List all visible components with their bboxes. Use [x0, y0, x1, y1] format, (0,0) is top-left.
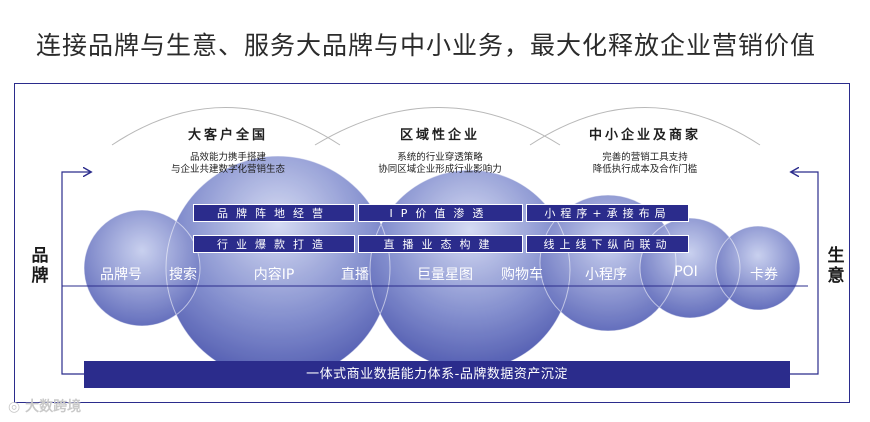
right-loop-arrow — [790, 172, 819, 375]
side-label-business: 生意 — [827, 246, 845, 286]
tag-brand-position: 品牌阵地经营 — [193, 204, 355, 222]
segment-desc-2: 系统的行业穿透策略协同区域企业形成行业影响力 — [378, 152, 502, 175]
node-xingtu: 巨量星图 — [417, 267, 473, 283]
side-label-brand: 品牌 — [31, 246, 49, 286]
diagram-frame — [14, 83, 850, 403]
tag-ip-value: IP价值渗透 — [358, 204, 523, 222]
arc-segment-1 — [111, 107, 341, 146]
node-live: 直播 — [341, 267, 369, 283]
circle-small-left — [84, 210, 200, 326]
left-loop-arrow — [61, 172, 90, 375]
bottom-data-bar: 一体式商业数据能力体系-品牌数据资产沉淀 — [84, 361, 790, 388]
tag-online-offline: 线上线下纵向联动 — [526, 235, 689, 253]
tag-mini-program: 小程序+承接布局 — [526, 204, 689, 222]
watermark-logo-icon: ◎ — [8, 399, 26, 415]
node-coupon: 卡券 — [750, 267, 778, 283]
node-cart: 购物车 — [501, 267, 543, 283]
segment-desc-3: 完善的营销工具支持降低执行成本及合作门槛 — [592, 152, 698, 175]
circle-mid-right — [540, 195, 676, 331]
tag-industry-hit: 行业爆款打造 — [193, 235, 355, 253]
node-content-ip: 内容IP — [253, 267, 295, 283]
node-mini-program: 小程序 — [585, 267, 627, 283]
arc-segment-2 — [314, 107, 561, 146]
circle-smallest-right — [716, 226, 800, 310]
tag-live-business: 直播业态构建 — [358, 235, 523, 253]
segment-title-1: 大客户全国 — [187, 128, 269, 143]
segment-desc-1: 品效能力携手搭建与企业共建数字化营销生态 — [170, 152, 286, 175]
node-search: 搜索 — [169, 267, 197, 283]
segment-title-2: 区域性企业 — [399, 128, 481, 143]
segment-title-3: 中小企业及商家 — [588, 128, 702, 143]
page-title: 连接品牌与生意、服务大品牌与中小业务，最大化释放企业营销价值 — [36, 31, 817, 60]
watermark: ◎ 大数跨境 — [8, 399, 82, 415]
node-poi: POI — [674, 264, 698, 280]
node-brand-account: 品牌号 — [100, 267, 142, 283]
arc-segment-3 — [529, 107, 761, 146]
